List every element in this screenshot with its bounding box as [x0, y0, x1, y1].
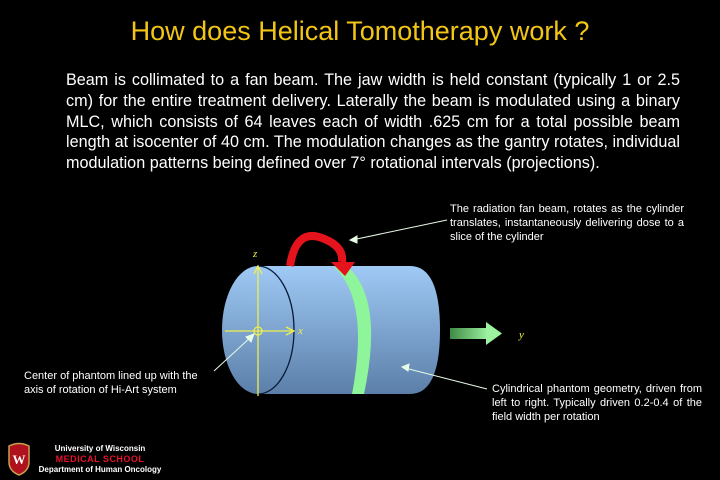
uw-crest-icon: W — [8, 442, 30, 476]
fan-beam-ring — [334, 267, 372, 394]
footer-department: Department of Human Oncology — [38, 465, 162, 474]
pointer-phantom — [404, 367, 488, 390]
translation-arrow-icon — [450, 322, 502, 345]
axis-y-label: y — [518, 329, 524, 341]
footer-university: University of Wisconsin — [54, 444, 146, 453]
axis-x-label: x — [297, 325, 303, 337]
axes — [225, 264, 296, 396]
footer-school: MEDICAL SCHOOL — [55, 454, 145, 464]
svg-text:W: W — [13, 452, 26, 467]
slide-title: How does Helical Tomotherapy work ? — [130, 16, 590, 46]
annotation-phantom: Cylindrical phantom geometry, driven fro… — [492, 383, 702, 424]
body-paragraph: Beam is collimated to a fan beam. The ja… — [66, 71, 680, 173]
axis-z-label: z — [252, 248, 258, 260]
pointer-center — [213, 335, 253, 372]
footer-branding: University of Wisconsin MEDICAL SCHOOL D… — [0, 440, 200, 480]
annotation-center: Center of phantom lined up with the axis… — [24, 370, 198, 397]
rotation-arrow-icon — [286, 232, 355, 276]
annotation-fan-beam: The radiation fan beam, rotates as the c… — [450, 203, 684, 244]
pointer-fan-beam — [351, 219, 448, 241]
